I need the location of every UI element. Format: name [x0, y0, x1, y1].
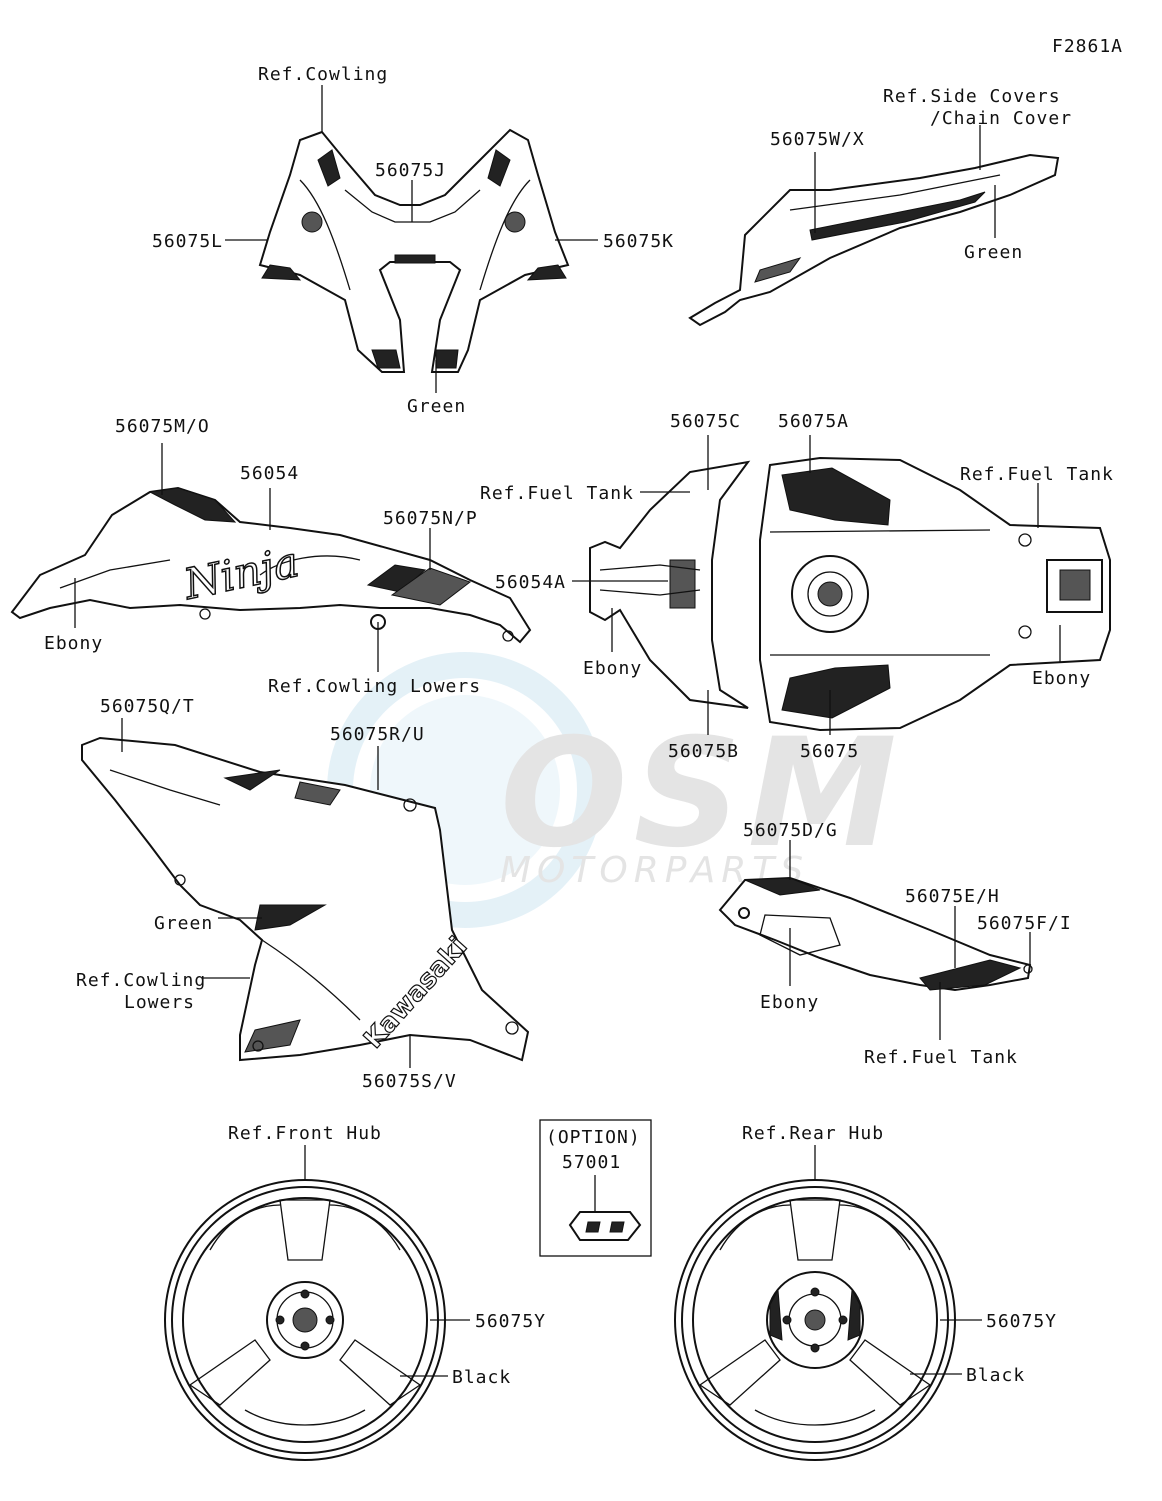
decal-ninja-text: Ninja [179, 537, 303, 609]
label-black-1: Black [452, 1367, 511, 1388]
label-ref-rear-hub: Ref.Rear Hub [742, 1123, 884, 1144]
label-ref-cowling-lowers-2b: Lowers [124, 992, 195, 1013]
label-option: (OPTION) [546, 1127, 641, 1148]
label-56075M-O: 56075M/O [115, 416, 210, 437]
label-56075B: 56075B [668, 741, 739, 762]
label-ref-cowling-lowers-2a: Ref.Cowling [76, 970, 206, 991]
watermark-logo: OSM [500, 707, 903, 881]
fuel-tank [759, 456, 1111, 732]
label-ebony-2: Ebony [583, 658, 642, 679]
label-56075Y-2: 56075Y [986, 1311, 1057, 1332]
label-ref-side-covers: Ref.Side Covers [883, 86, 1061, 107]
label-56054A: 56054A [495, 572, 566, 593]
label-56075R-U: 56075R/U [330, 724, 425, 745]
label-56075E-H: 56075E/H [905, 886, 1000, 907]
label-56075L: 56075L [152, 231, 223, 252]
label-56075F-I: 56075F/I [977, 913, 1072, 934]
label-green-3: Green [154, 913, 213, 934]
label-56075S-V: 56075S/V [362, 1071, 457, 1092]
label-green-1: Green [407, 396, 466, 417]
label-ebony-3: Ebony [1032, 668, 1091, 689]
label-ref-cowling-lowers-1: Ref.Cowling Lowers [268, 676, 481, 697]
label-chain-cover: /Chain Cover [930, 108, 1072, 129]
label-56075: 56075 [800, 741, 859, 762]
label-56075A: 56075A [778, 411, 849, 432]
side-fairing-upper: Ninja [10, 486, 532, 644]
label-black-2: Black [966, 1365, 1025, 1386]
label-ebony-1: Ebony [44, 633, 103, 654]
tank-side-piece [718, 876, 1033, 992]
tank-front-cover [589, 460, 751, 709]
label-ref-fuel-tank-3: Ref.Fuel Tank [864, 1047, 1018, 1068]
label-56075C: 56075C [670, 411, 741, 432]
label-56075W-X: 56075W/X [770, 129, 865, 150]
label-green-2: Green [964, 242, 1023, 263]
rear-wheel [674, 1179, 956, 1461]
label-ref-cowling: Ref.Cowling [258, 64, 388, 85]
side-fairing-lower: Kawasaki [81, 736, 530, 1062]
label-56075N-P: 56075N/P [383, 508, 478, 529]
label-56075J: 56075J [375, 160, 446, 181]
front-wheel [164, 1179, 446, 1461]
label-56075Q-T: 56075Q/T [100, 696, 195, 717]
side-cover [688, 153, 1060, 327]
label-56075D-G: 56075D/G [743, 820, 838, 841]
label-ref-fuel-tank-1: Ref.Fuel Tank [480, 483, 634, 504]
label-57001: 57001 [562, 1152, 621, 1173]
label-ref-fuel-tank-2: Ref.Fuel Tank [960, 464, 1114, 485]
label-ref-front-hub: Ref.Front Hub [228, 1123, 382, 1144]
label-ebony-4: Ebony [760, 992, 819, 1013]
upper-cowling [258, 128, 570, 373]
figure-id: F2861A [1052, 36, 1123, 57]
label-56075Y-1: 56075Y [475, 1311, 546, 1332]
label-56075K: 56075K [603, 231, 674, 252]
label-56054: 56054 [240, 463, 299, 484]
